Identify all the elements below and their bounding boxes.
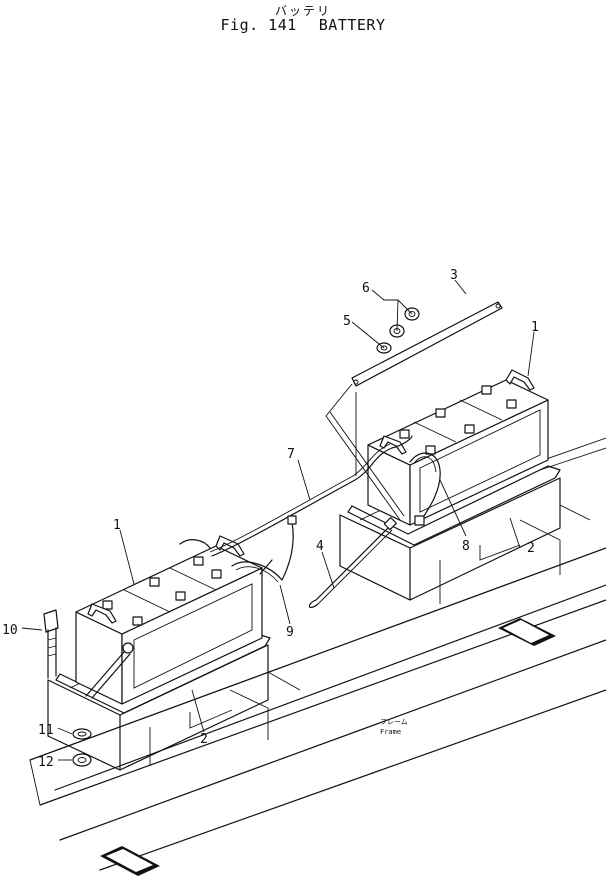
lock-washer-part-11 (72, 728, 92, 740)
hex-nut-part-12 (72, 753, 92, 767)
callout-6: 6 (362, 281, 370, 296)
ground-cable-part-9 (231, 515, 297, 583)
callout-7: 7 (287, 447, 295, 462)
frame-plate-right (498, 618, 556, 646)
callout-2-right: 2 (527, 541, 535, 556)
washer-part-5 (376, 342, 392, 354)
frame-plate-left (100, 846, 160, 876)
left-battery-strap (85, 539, 211, 699)
callout-1-right: 1 (531, 320, 539, 335)
callout-4: 4 (316, 539, 324, 554)
left-battery-terminals (102, 556, 222, 626)
callout-5: 5 (343, 314, 351, 329)
callout-8: 8 (462, 539, 470, 554)
figure-name: BATTERY (318, 16, 386, 34)
right-mount-block (339, 477, 591, 604)
wire-part-8 (409, 452, 441, 526)
callout-2-left: 2 (200, 732, 208, 747)
figure-title: Fig. 141 BATTERY (0, 16, 606, 34)
leader-lines (21, 279, 535, 761)
frame-label-jp: フレーム (380, 718, 408, 726)
right-battery (367, 369, 549, 526)
figure-number: Fig. 141 (220, 16, 297, 34)
right-battery-terminals (399, 385, 517, 455)
callout-9: 9 (286, 625, 294, 640)
callout-12: 12 (38, 755, 54, 770)
bar-rods (325, 383, 405, 521)
nuts-part-6 (389, 307, 420, 338)
cable-rod-part-4 (308, 517, 397, 608)
callout-1-left: 1 (113, 518, 121, 533)
left-battery (75, 535, 263, 705)
callout-10: 10 (2, 623, 18, 638)
figure-title-japanese: バッテリ (274, 4, 331, 18)
cable-part-7 (209, 435, 413, 557)
bolt-part-10 (43, 609, 59, 679)
frame-label-en: Frame (380, 728, 401, 736)
bar-part-3 (351, 301, 503, 387)
callout-3: 3 (450, 268, 458, 283)
callout-11: 11 (38, 723, 54, 738)
